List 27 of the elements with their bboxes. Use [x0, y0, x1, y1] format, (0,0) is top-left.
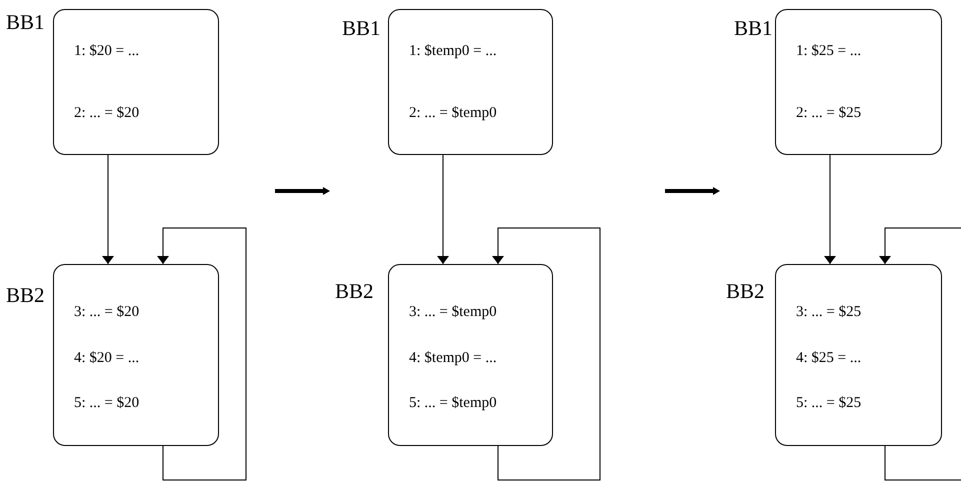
instruction-text: 1: $25 = ... [796, 42, 862, 60]
arrow [494, 228, 600, 480]
instruction-text: 2: ... = $20 [74, 104, 140, 122]
block-label: BB2 [726, 279, 765, 303]
instruction-text: 4: $20 = ... [74, 349, 140, 367]
block-label: BB1 [342, 16, 381, 40]
instruction-text: 5: ... = $temp0 [409, 394, 497, 412]
arrow [159, 228, 246, 480]
instruction-text: 2: ... = $temp0 [409, 104, 497, 122]
arrow [826, 154, 834, 264]
block-label: BB2 [335, 279, 374, 303]
instruction-text: 3: ... = $25 [796, 303, 862, 321]
instruction-text: 4: $25 = ... [796, 349, 862, 367]
instruction-text: 1: $temp0 = ... [409, 42, 497, 60]
instruction-text: 5: ... = $25 [796, 394, 862, 412]
instruction-text: 3: ... = $temp0 [409, 303, 497, 321]
instruction-text: 1: $20 = ... [74, 42, 140, 60]
block-label: BB1 [734, 16, 773, 40]
instruction-text: 2: ... = $25 [796, 104, 862, 122]
block-label: BB2 [6, 283, 45, 307]
block-label: BB1 [6, 10, 45, 34]
arrow [881, 228, 961, 480]
instruction-text: 5: ... = $20 [74, 394, 140, 412]
instruction-text: 4: $temp0 = ... [409, 349, 497, 367]
arrow [104, 154, 112, 264]
arrow [439, 154, 447, 264]
instruction-text: 3: ... = $20 [74, 303, 140, 321]
